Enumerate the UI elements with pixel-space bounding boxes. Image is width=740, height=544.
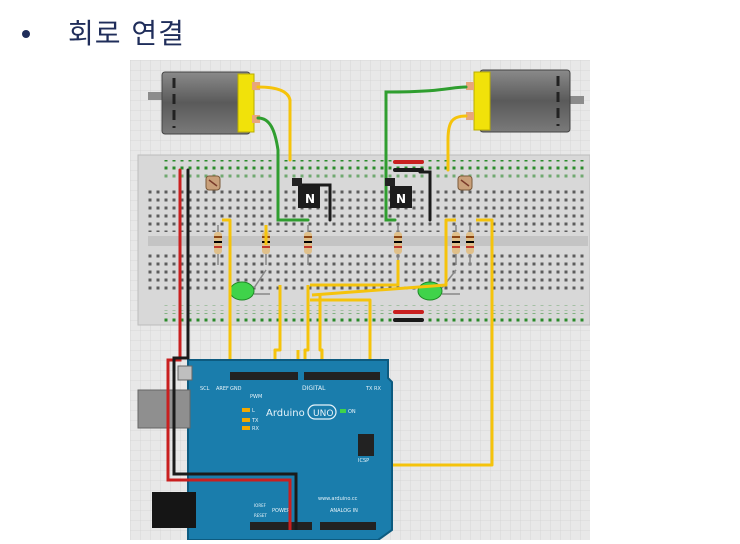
circuit-diagram: N N (130, 60, 591, 541)
motor-wires (256, 85, 468, 222)
arduino-model: UNO (313, 409, 333, 419)
resistor-1 (214, 225, 222, 265)
transistor-left: N (292, 178, 320, 208)
on-label: ON (348, 409, 356, 415)
reset-label: RESET (254, 513, 267, 518)
led-left (229, 269, 270, 301)
url-label: www.arduino.cc (318, 496, 358, 502)
bullet-dot-icon (22, 30, 30, 38)
circuit-svg: N N (130, 60, 591, 541)
header-analog (320, 522, 376, 530)
arduino-uno-board: AREF SCL GND DIGITAL PWM TX RX L TX RX A… (137, 359, 393, 541)
pwm-label: PWM (250, 394, 262, 400)
power-label: POWER (272, 508, 291, 514)
photoresistor-right (457, 175, 473, 191)
reset-button (177, 365, 193, 381)
transistor-left-label: N (305, 192, 315, 206)
tx-led-label: TX (251, 418, 259, 424)
power-jack (152, 492, 196, 528)
header-power (250, 522, 312, 530)
resistor-6 (466, 225, 474, 265)
header-digital-low (304, 372, 380, 380)
header-digital-high (230, 372, 298, 380)
dc-motor-left (148, 71, 260, 135)
scl-label: SCL (200, 386, 210, 392)
transistor-right-label: N (396, 192, 406, 206)
usb-port (137, 389, 191, 429)
resistors (214, 225, 474, 265)
rx-led-label: RX (252, 426, 259, 432)
rx-label: RX (374, 386, 381, 392)
dc-motor-right (466, 69, 584, 133)
resistor-3 (304, 225, 312, 265)
icsp-header (358, 434, 374, 456)
aref-label: AREF (216, 386, 229, 392)
resistor-5 (452, 225, 460, 265)
digital-label: DIGITAL (302, 385, 326, 392)
arduino-brand: Arduino (266, 408, 305, 419)
analog-label: ANALOG IN (330, 508, 358, 514)
transistor-right: N (385, 178, 412, 208)
arduino-power-wires (166, 315, 298, 530)
l-led-label: L (252, 408, 255, 414)
power-wires (178, 168, 424, 322)
icsp-label: ICSP (358, 458, 369, 464)
resistor-4 (394, 225, 402, 265)
photoresistor-left (205, 175, 221, 191)
gnd-label: GND (230, 386, 242, 392)
tx-label: TX (365, 386, 373, 392)
slide-title: 회로 연결 (68, 17, 185, 50)
ioref-label: IOREF (254, 503, 267, 508)
